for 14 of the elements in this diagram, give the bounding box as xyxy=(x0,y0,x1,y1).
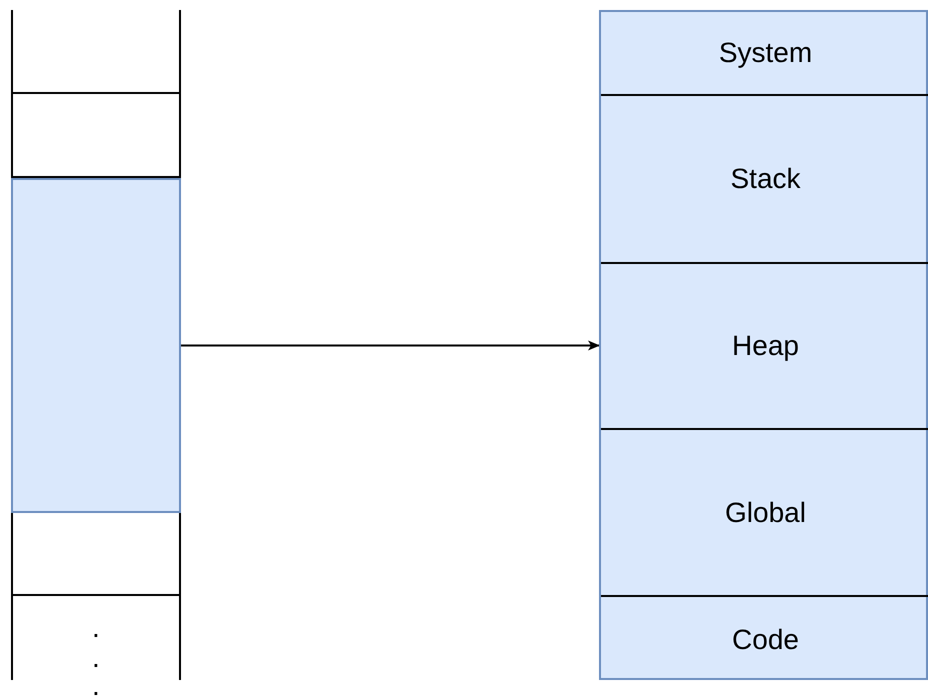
segment-label: Global xyxy=(725,496,806,528)
ellipsis-dot: . xyxy=(92,672,100,698)
memory-cell xyxy=(11,10,181,94)
ellipsis-dot: . xyxy=(92,644,100,672)
memory-cell xyxy=(11,596,181,680)
highlighted-memory-cell xyxy=(11,178,181,513)
segment-label: Code xyxy=(732,624,799,656)
memory-layout-panel xyxy=(599,10,928,680)
segment-label: Stack xyxy=(730,163,801,195)
arrow xyxy=(181,340,600,350)
segment-label: System xyxy=(718,37,812,69)
ellipsis-dot: . xyxy=(92,614,100,642)
segment-label: Heap xyxy=(732,330,799,362)
memory-cell xyxy=(11,513,181,596)
